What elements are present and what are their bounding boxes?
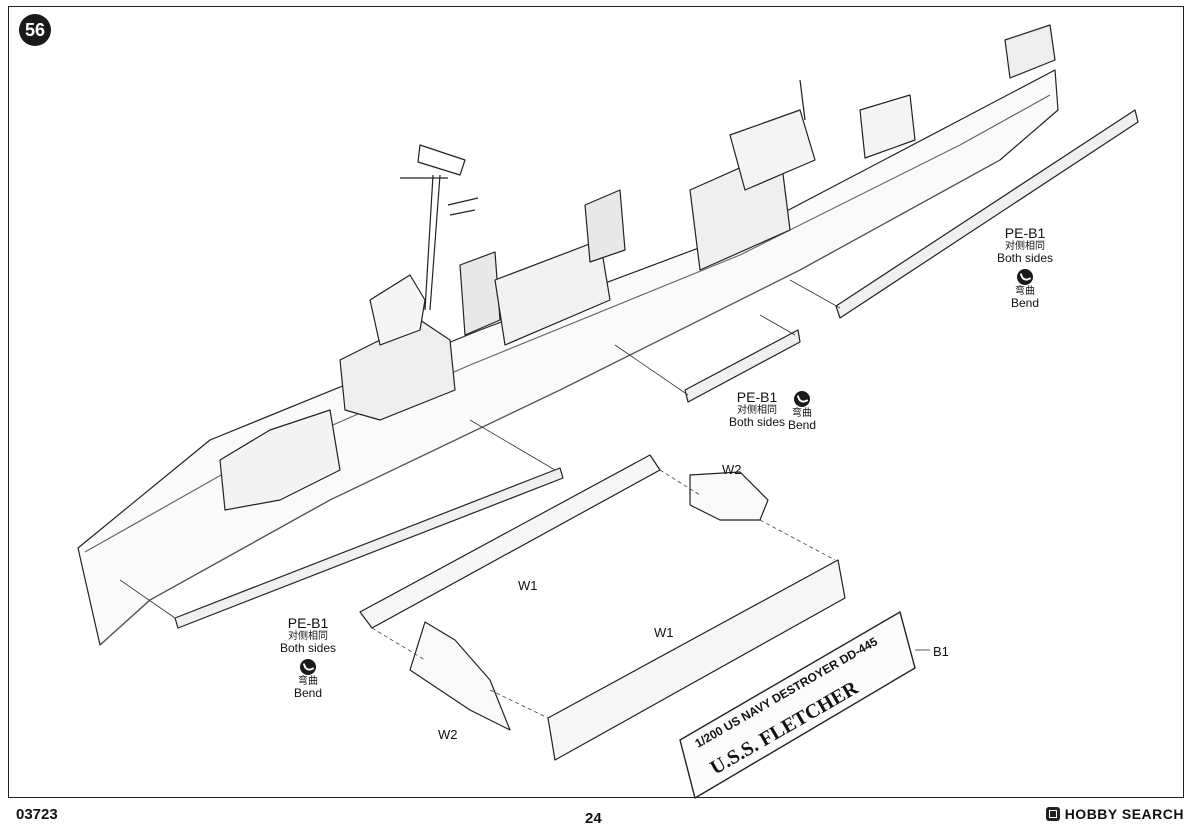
stand-rail-w1-upper	[359, 454, 661, 629]
nameplate-b1	[679, 611, 916, 799]
bend-icon	[300, 658, 316, 675]
bend-en: Bend	[1010, 295, 1040, 310]
bend-icon	[1017, 268, 1033, 285]
mast	[417, 144, 466, 311]
stand-cradle-w2-lower	[409, 621, 511, 731]
callout-cn: 对侧相同	[288, 631, 328, 643]
forward-superstructure	[219, 409, 341, 511]
stand-cradle-w2-upper	[689, 471, 769, 521]
hull-waterline	[99, 159, 1001, 646]
callout-code: PE-B1	[287, 615, 329, 631]
leader-line	[119, 279, 841, 619]
depth-charge-racks	[1004, 24, 1056, 79]
callout-cn: 对侧相同	[1005, 241, 1045, 253]
aft-funnel	[584, 189, 626, 263]
forward-funnel	[459, 251, 501, 336]
midship-deckhouse	[494, 239, 611, 346]
pe-rail-strip-aft	[835, 109, 1139, 319]
part-label-b1: B1	[933, 644, 949, 659]
part-label-w2-upper: W2	[722, 462, 742, 477]
bend-en: Bend	[787, 418, 817, 432]
stand-rail-w1-lower	[547, 559, 846, 761]
watermark: HOBBY SEARCH	[1045, 806, 1184, 822]
pe-rail-strip-mid	[684, 329, 801, 403]
kit-number: 03723	[16, 806, 58, 823]
callout-pe-b1-mid: PE-B1 对侧相同 Both sides	[722, 389, 792, 430]
bend-en: Bend	[293, 685, 323, 700]
stern-deckhouse	[859, 94, 916, 159]
callout-en: Both sides	[279, 641, 337, 656]
bend-cn: 弯曲	[792, 408, 812, 419]
part-label-w1-lower: W1	[654, 625, 674, 640]
callout-pe-b1-aft: PE-B1 对侧相同 Both sides 弯曲 Bend	[990, 225, 1060, 310]
callout-code: PE-B1	[736, 389, 778, 405]
step-number-badge: 56	[19, 14, 51, 46]
callout-en: Both sides	[728, 415, 786, 430]
deck-edge	[84, 94, 1051, 553]
part-label-w2-lower: W2	[438, 727, 458, 742]
bend-cn: 弯曲	[298, 675, 318, 687]
page-number: 24	[585, 810, 602, 827]
bend-icon	[794, 391, 810, 407]
watermark-text: HOBBY SEARCH	[1064, 806, 1184, 822]
pe-rail-strip-forward	[174, 467, 564, 629]
callout-cn: 对侧相同	[737, 405, 777, 417]
aft-mast	[799, 79, 806, 121]
callout-pe-b1-forward: PE-B1 对侧相同 Both sides 弯曲 Bend	[273, 615, 343, 700]
callout-en: Both sides	[996, 251, 1054, 266]
hobby-search-logo-icon	[1045, 807, 1060, 821]
part-label-w1-upper: W1	[518, 578, 538, 593]
bend-cn: 弯曲	[1015, 285, 1035, 297]
page-frame	[8, 6, 1184, 798]
callout-bend-mid: 弯曲 Bend	[785, 388, 819, 432]
mast-yard	[400, 177, 479, 216]
aft-gun-house	[729, 109, 816, 191]
callout-code: PE-B1	[1004, 225, 1046, 241]
bridge-top	[369, 274, 426, 346]
assembly-guides	[371, 469, 836, 719]
